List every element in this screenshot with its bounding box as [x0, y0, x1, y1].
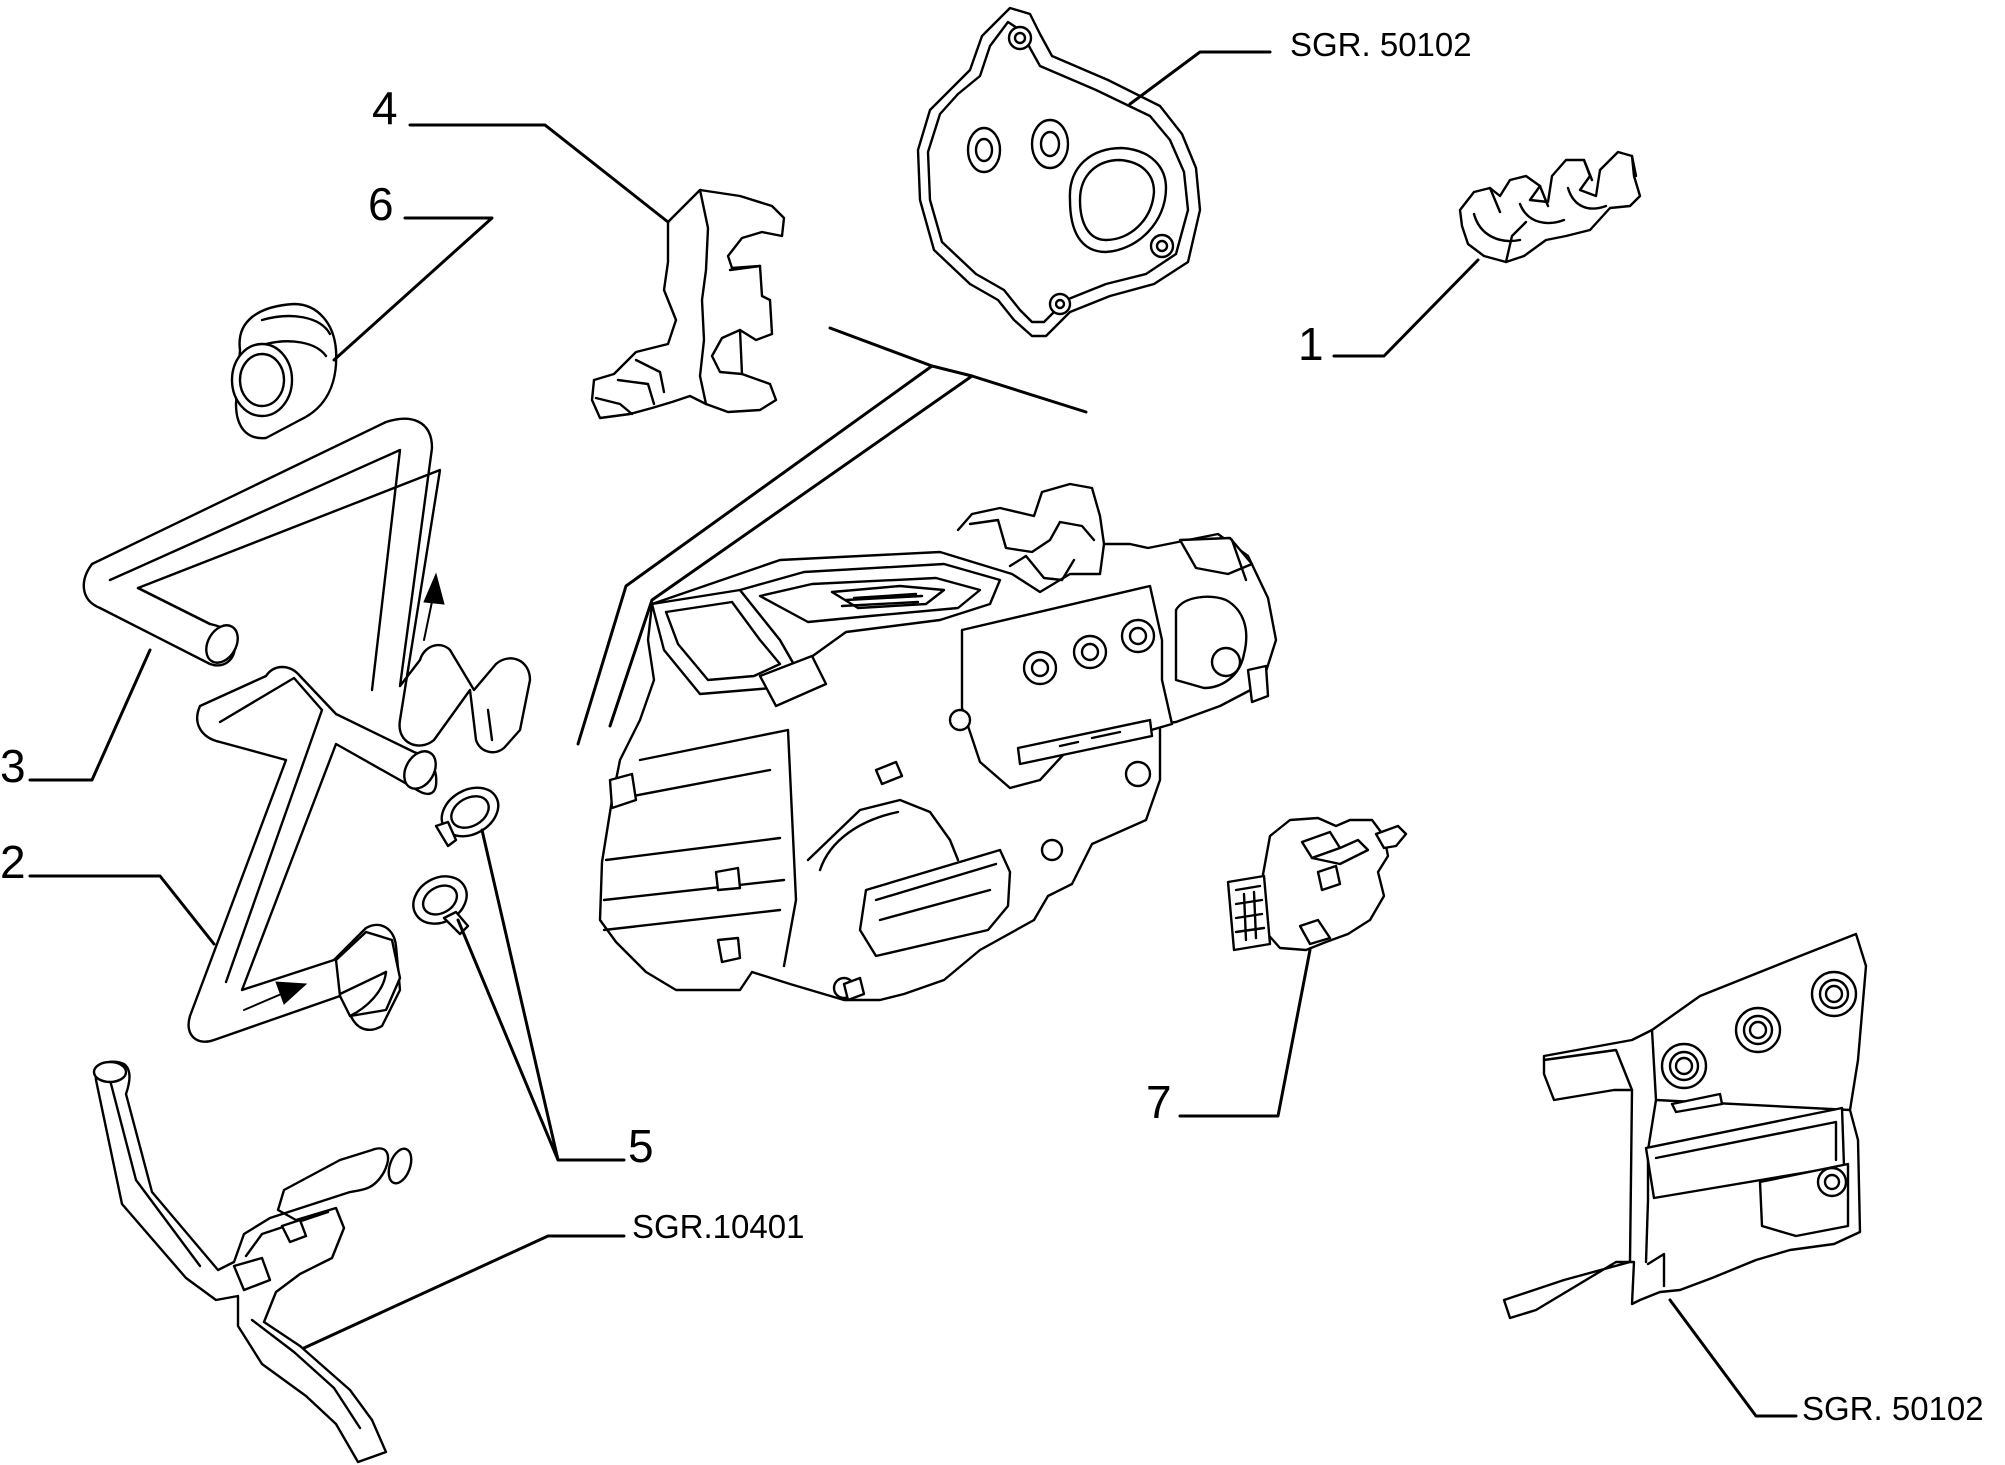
part-6-seal-ring — [230, 302, 338, 440]
part-5-clamps — [412, 786, 500, 936]
hose-assembly — [92, 1060, 413, 1464]
part-7-resistor — [1226, 816, 1408, 952]
part-2-hose — [187, 665, 438, 1043]
part-3-hose — [82, 417, 532, 754]
callout-6: 6 — [368, 178, 394, 230]
part-4-bracket — [590, 188, 786, 420]
callout-5: 5 — [628, 1120, 654, 1172]
callout-1: 1 — [1298, 318, 1324, 370]
callout-4: 4 — [372, 82, 398, 134]
dashboard-panel — [1502, 932, 1868, 1320]
callout-labels: 4 6 3 2 5 1 7 SGR. 50102 SGR.10401 SGR. … — [0, 26, 1984, 1427]
leader-lines — [28, 50, 1798, 1418]
ref-top-gasket: SGR. 50102 — [1290, 26, 1472, 63]
heater-unit — [576, 326, 1278, 1002]
callout-2: 2 — [0, 836, 26, 888]
part-1-clips — [1458, 150, 1642, 264]
callout-3: 3 — [0, 740, 26, 792]
heater-gasket — [916, 6, 1202, 338]
callout-7: 7 — [1146, 1076, 1172, 1128]
ref-hose-assembly: SGR.10401 — [632, 1208, 804, 1245]
ref-dash-panel: SGR. 50102 — [1802, 1390, 1984, 1427]
